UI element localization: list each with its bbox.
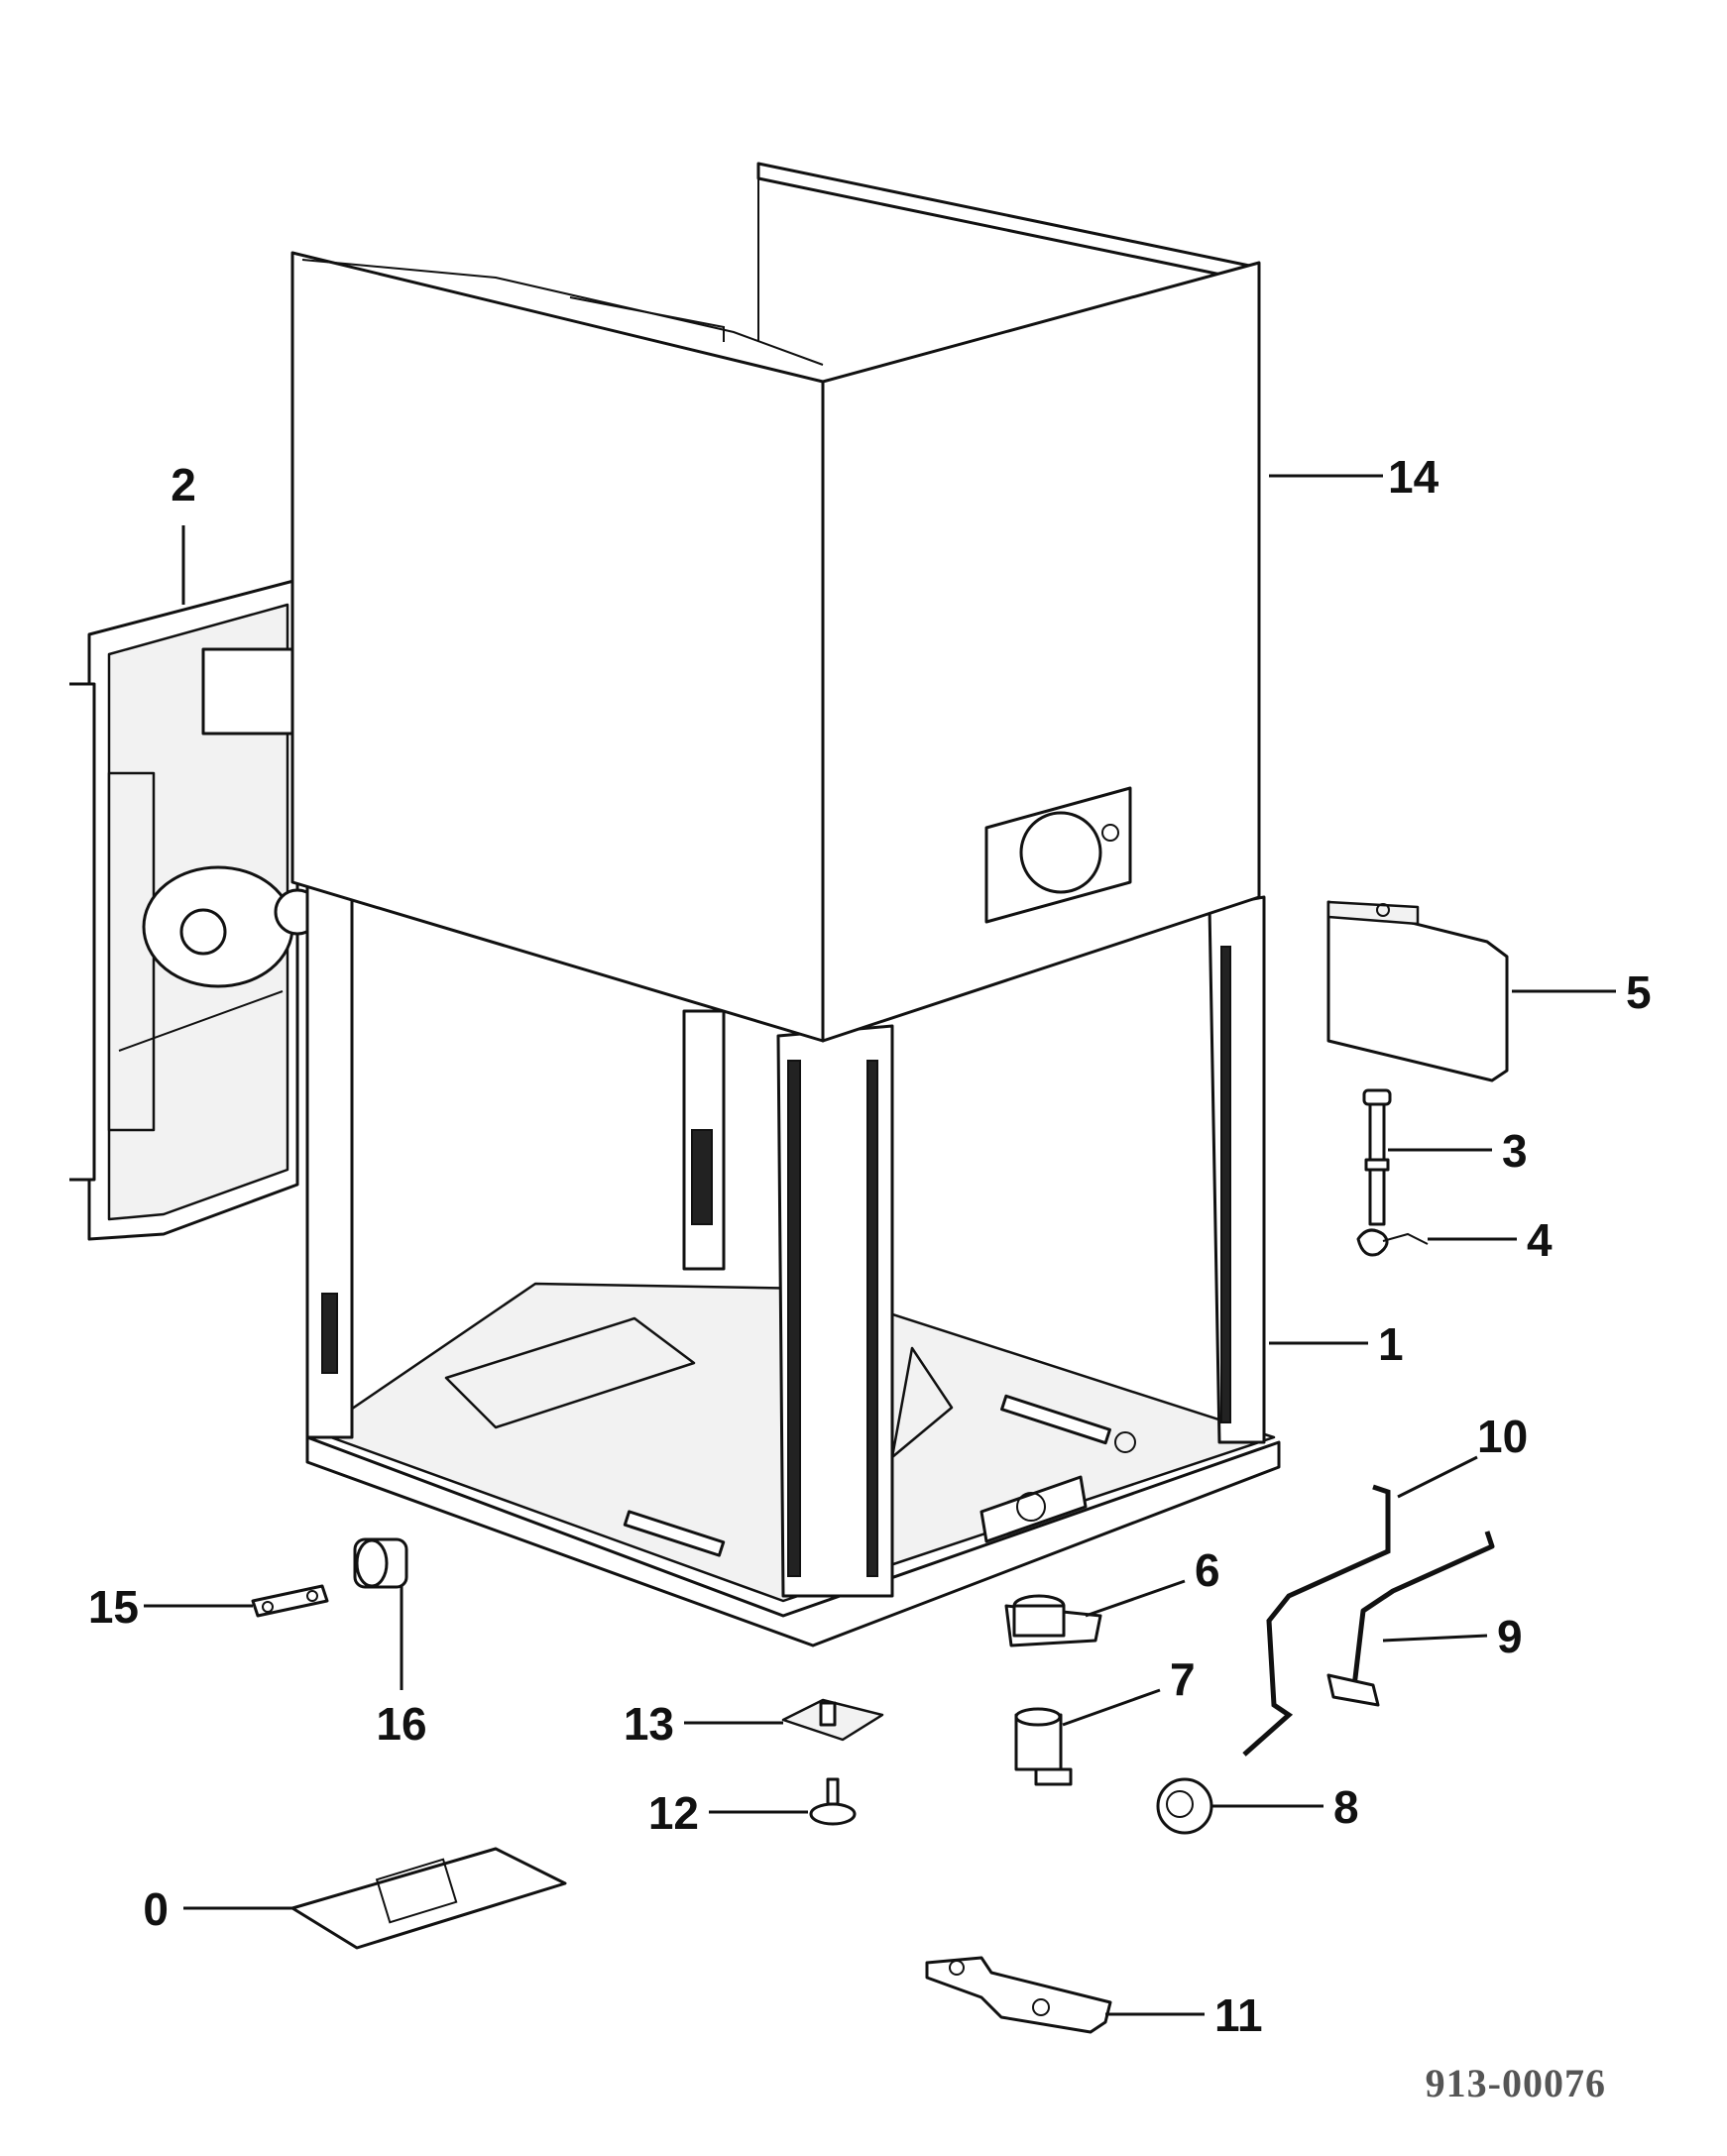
- drawing-reference-code: 913-00076: [1426, 2061, 1606, 2105]
- callout-13: 13: [624, 1698, 674, 1750]
- part-16-bushing: [353, 1537, 408, 1589]
- callout-15: 15: [88, 1581, 139, 1633]
- part-15-small-bracket: [251, 1584, 329, 1618]
- callout-8: 8: [1333, 1781, 1359, 1833]
- part-2-side-panel: [69, 578, 321, 1241]
- callout-6: 6: [1195, 1544, 1220, 1596]
- callout-0: 0: [143, 1883, 169, 1935]
- callout-9: 9: [1497, 1611, 1523, 1662]
- callout-11: 11: [1214, 1989, 1263, 2041]
- part-7-hinge-block: [1014, 1707, 1073, 1786]
- callout-7: 7: [1170, 1653, 1196, 1705]
- part-14-cabinet: [290, 162, 1261, 1043]
- callout-2: 2: [171, 459, 196, 511]
- part-13-mounting-plate: [781, 1698, 884, 1742]
- leader-7: [1062, 1688, 1161, 1727]
- leader-10: [1397, 1455, 1478, 1499]
- callout-3: 3: [1502, 1125, 1528, 1177]
- part-6-hinge-socket: [1004, 1594, 1102, 1647]
- part-8-knob: [1156, 1777, 1213, 1835]
- part-1-base-frame: [305, 885, 1281, 1647]
- callout-10: 10: [1477, 1411, 1528, 1462]
- part-0-instruction-sheet: [290, 1847, 567, 1950]
- callout-5: 5: [1626, 966, 1652, 1018]
- part-4-clip: [1356, 1228, 1429, 1257]
- part-10-wire-rod: [1242, 1484, 1391, 1757]
- callout-4: 4: [1527, 1214, 1553, 1266]
- callout-1: 1: [1378, 1318, 1404, 1370]
- part-9-bracket-rod: [1326, 1531, 1495, 1707]
- part-5-cover-plate: [1326, 900, 1509, 1082]
- part-11-flat-bracket: [925, 1956, 1112, 2034]
- part-12-screw-foot: [809, 1777, 857, 1826]
- part-3-rod: [1362, 1088, 1392, 1226]
- leader-lines: [144, 474, 1616, 2016]
- callout-16: 16: [376, 1698, 426, 1750]
- leader-9: [1382, 1634, 1488, 1643]
- leader-6: [1085, 1579, 1186, 1618]
- callout-14: 14: [1388, 451, 1439, 503]
- callout-labels: 2 14 5 3 4 1 10 9 6 7 8 13 12 15 16 0 11: [88, 451, 1652, 2041]
- callout-12: 12: [648, 1787, 699, 1839]
